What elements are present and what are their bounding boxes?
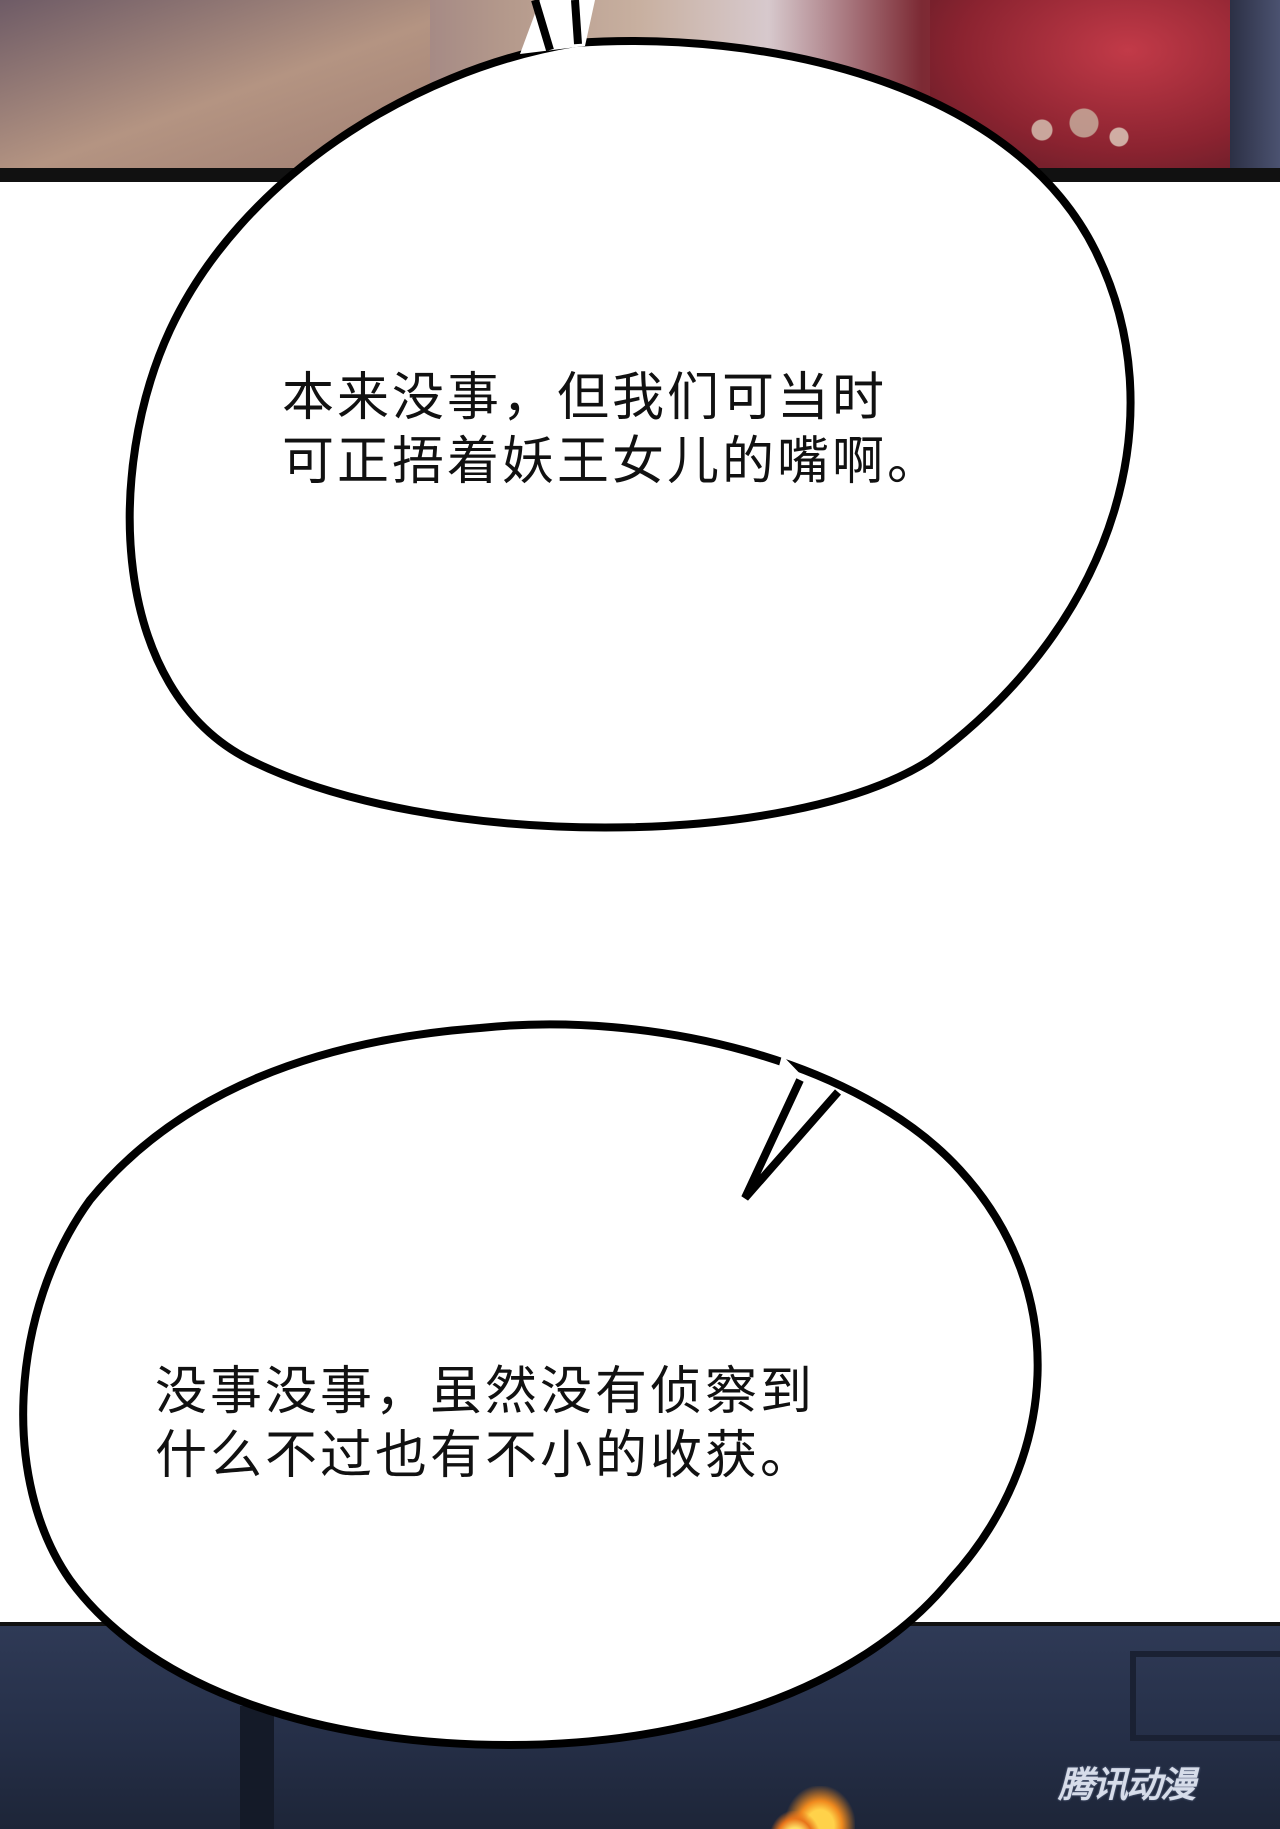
- speech-bubble-2: [19, 1020, 1042, 1750]
- speech-bubble-1: [125, 37, 1135, 832]
- top-comic-panel: [0, 0, 1280, 168]
- shelf-art: [1130, 1651, 1280, 1741]
- embroidery-pattern-art: [1000, 95, 1140, 165]
- speech-bubble-2-tail-outline: [741, 1078, 842, 1201]
- speech-bubble-2-tail: [744, 1055, 837, 1198]
- pillar-art: [240, 1706, 274, 1829]
- speech-bubble-1-tail-outline: [531, 0, 582, 52]
- flame-art-small: [770, 1811, 820, 1829]
- background-edge-art: [1230, 0, 1280, 168]
- speech-bubble-2-text: 没事没事，虽然没有侦察到 什么不过也有不小的收获。: [155, 1362, 816, 1486]
- publisher-watermark: 腾讯动漫: [1058, 1765, 1196, 1806]
- speech-bubble-1-text: 本来没事，但我们可当时 可正捂着妖王女儿的嘴啊。: [282, 368, 943, 492]
- speech-bubble-1-tail: [520, 0, 595, 54]
